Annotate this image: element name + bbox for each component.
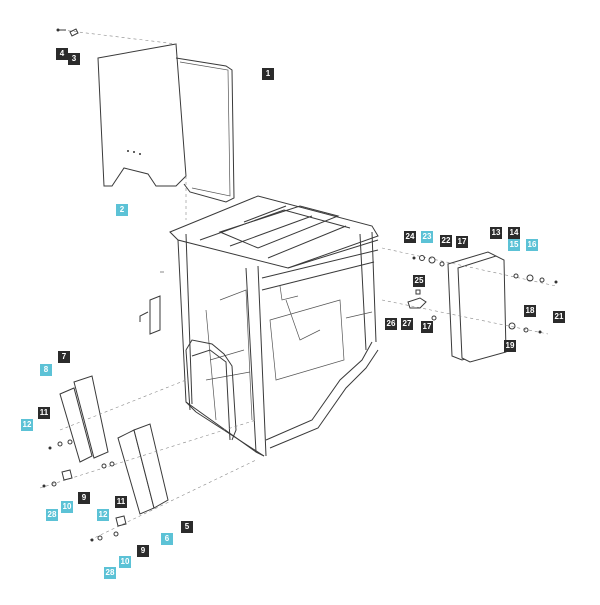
hardware-upper-right bbox=[412, 255, 558, 295]
callout-label: 28 bbox=[104, 567, 116, 579]
callout-label: 17 bbox=[456, 236, 468, 248]
callout-label: 8 bbox=[40, 364, 52, 376]
callout-label: 13 bbox=[490, 227, 502, 239]
rear-window-glass bbox=[97, 43, 235, 203]
callout-label: 9 bbox=[137, 545, 149, 557]
hardware-left bbox=[42, 439, 127, 542]
callout-label: 28 bbox=[46, 509, 58, 521]
callout-label: 12 bbox=[21, 419, 33, 431]
callout-label: 24 bbox=[404, 231, 416, 243]
callout-label: 25 bbox=[413, 275, 425, 287]
callout-label: 5 bbox=[181, 521, 193, 533]
callout-label: 9 bbox=[78, 492, 90, 504]
callout-label: 12 bbox=[97, 509, 109, 521]
door-frame bbox=[185, 339, 237, 441]
callout-label: 22 bbox=[440, 235, 452, 247]
callout-label: 15 bbox=[508, 239, 520, 251]
left-side-window-rear bbox=[59, 375, 109, 463]
callout-label: 3 bbox=[68, 53, 80, 65]
callout-label: 17 bbox=[421, 321, 433, 333]
callout-label: 4 bbox=[56, 48, 68, 60]
clip-part-3 bbox=[69, 28, 79, 37]
callout-label: 6 bbox=[161, 533, 173, 545]
hardware-lower-right bbox=[407, 297, 542, 334]
callout-label: 14 bbox=[508, 227, 520, 239]
callout-label: 26 bbox=[385, 318, 397, 330]
callout-label: 27 bbox=[401, 318, 413, 330]
callout-label: 16 bbox=[526, 239, 538, 251]
callout-label: 11 bbox=[38, 407, 50, 419]
callout-label: 7 bbox=[58, 351, 70, 363]
right-side-window bbox=[447, 251, 507, 363]
callout-label: 10 bbox=[119, 556, 131, 568]
callout-label: 21 bbox=[553, 311, 565, 323]
callout-label: 18 bbox=[524, 305, 536, 317]
cab-frame bbox=[139, 195, 379, 457]
callout-label: 11 bbox=[115, 496, 127, 508]
callout-label: 2 bbox=[116, 204, 128, 216]
screw-part-4 bbox=[56, 28, 66, 32]
callout-label: 1 bbox=[262, 68, 274, 80]
callout-label: 19 bbox=[504, 340, 516, 352]
callout-label: 10 bbox=[61, 501, 73, 513]
callout-label: 23 bbox=[421, 231, 433, 243]
left-side-window-front bbox=[117, 423, 169, 515]
